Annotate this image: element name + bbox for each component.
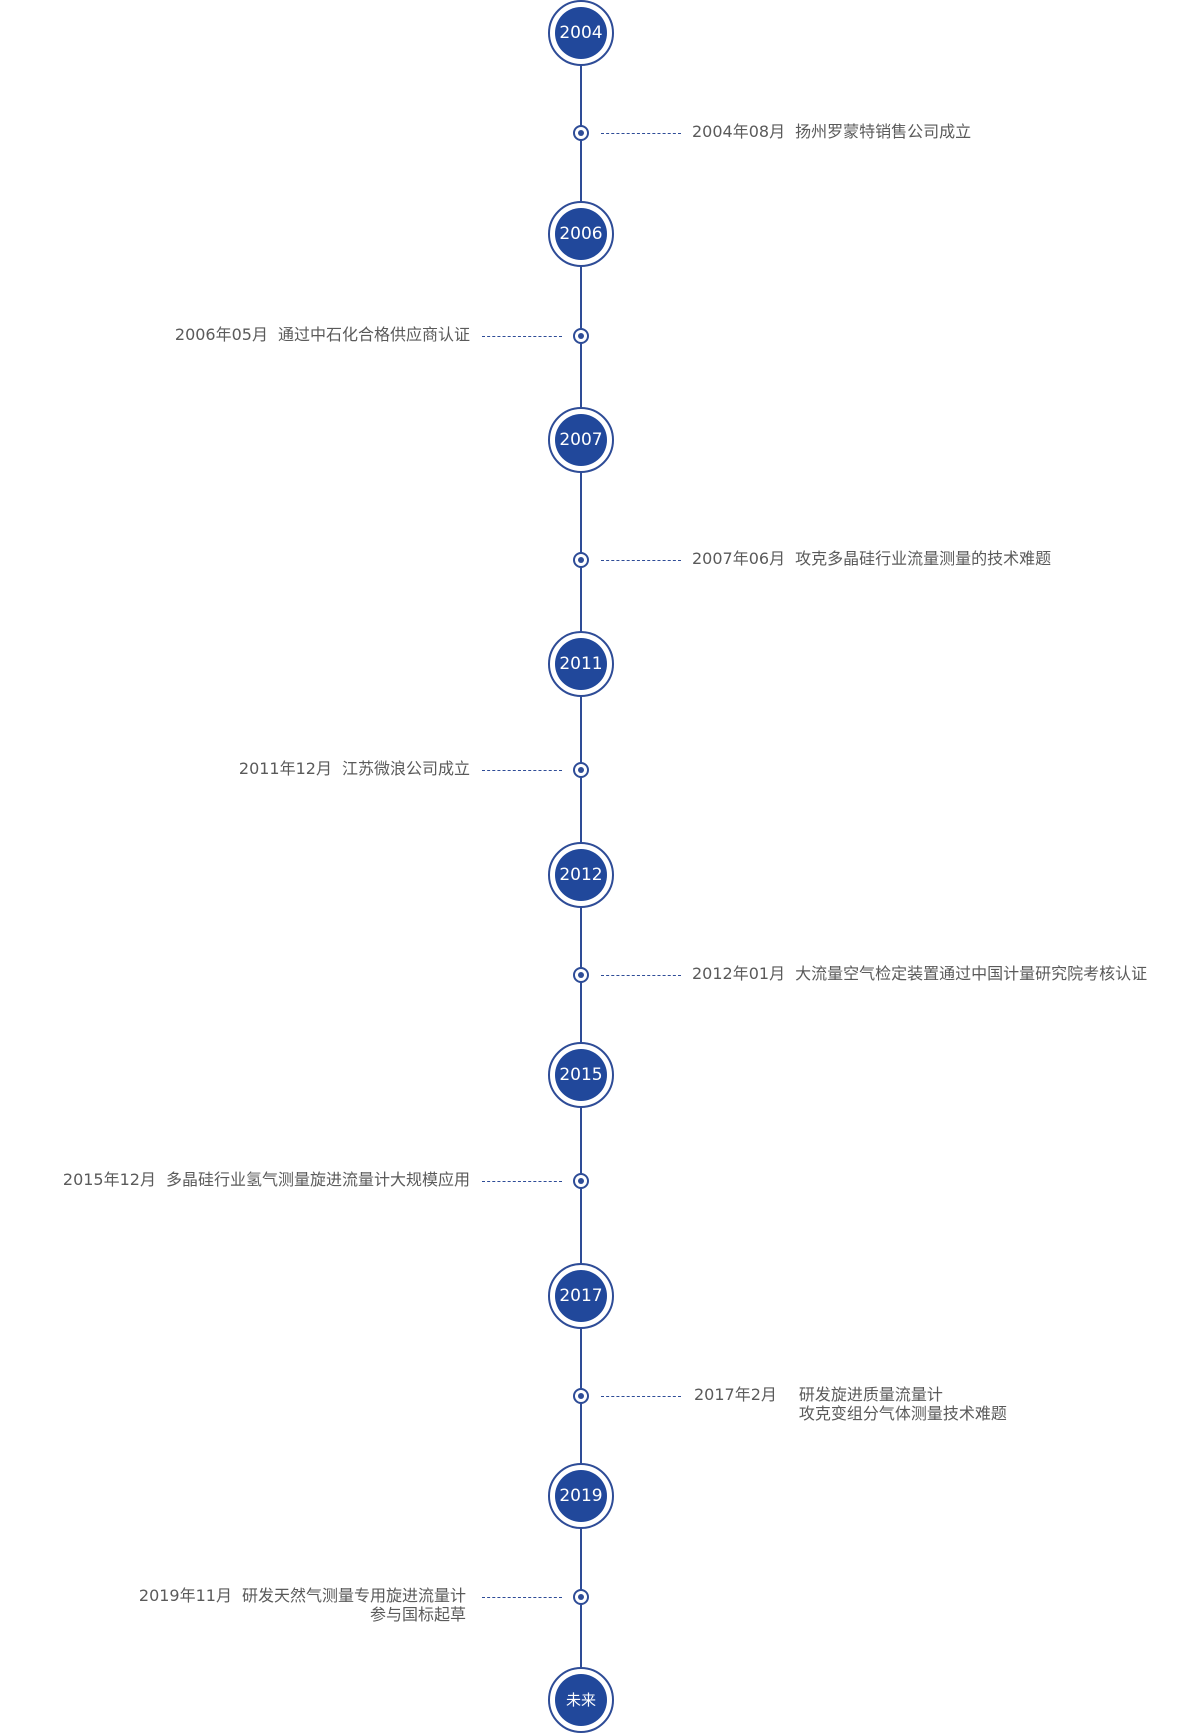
- year-label: 2019: [555, 1470, 607, 1522]
- event-line: 多晶硅行业氢气测量旋进流量计大规模应用: [165, 1170, 470, 1189]
- event-marker: [573, 125, 589, 141]
- future-label: 未来: [555, 1674, 607, 1726]
- event-line: 通过中石化合格供应商认证: [277, 325, 470, 344]
- event-line: 江苏微浪公司成立: [341, 759, 470, 778]
- event-connector: [601, 560, 681, 561]
- event-item: 2017年2月 研发旋进质量流量计攻克变组分气体测量技术难题: [694, 1385, 1007, 1423]
- year-node: 2017: [548, 1263, 614, 1329]
- event-connector: [601, 133, 681, 134]
- year-label: 2012: [555, 849, 607, 901]
- event-item: 2006年05月通过中石化合格供应商认证: [175, 325, 470, 344]
- event-date: 2019年11月: [138, 1586, 232, 1605]
- event-marker: [573, 552, 589, 568]
- year-node: 2007: [548, 407, 614, 473]
- event-marker: [573, 328, 589, 344]
- year-node: 2015: [548, 1042, 614, 1108]
- event-marker: [573, 967, 589, 983]
- event-line: 大流量空气检定装置通过中国计量研究院考核认证: [795, 964, 1148, 983]
- year-label: 2015: [555, 1049, 607, 1101]
- event-connector: [601, 1396, 681, 1397]
- event-item: 2019年11月研发天然气测量专用旋进流量计参与国标起草: [139, 1586, 466, 1624]
- event-description: 多晶硅行业氢气测量旋进流量计大规模应用: [166, 1170, 470, 1189]
- event-connector: [601, 975, 681, 976]
- year-label: 2004: [555, 7, 607, 59]
- event-date: 2017年2月: [694, 1385, 777, 1404]
- year-node: 2006: [548, 201, 614, 267]
- event-marker: [573, 1173, 589, 1189]
- event-connector: [482, 1181, 562, 1182]
- year-node: 2011: [548, 631, 614, 697]
- event-item: 2004年08月扬州罗蒙特销售公司成立: [692, 122, 971, 141]
- event-item: 2015年12月多晶硅行业氢气测量旋进流量计大规模应用: [63, 1170, 470, 1189]
- year-label: 2011: [555, 638, 607, 690]
- year-node: 2012: [548, 842, 614, 908]
- event-line: 扬州罗蒙特销售公司成立: [795, 122, 972, 141]
- event-line: 参与国标起草: [369, 1605, 466, 1624]
- event-description: 扬州罗蒙特销售公司成立: [795, 122, 971, 141]
- event-date: 2006年05月: [174, 325, 268, 344]
- year-label: 2006: [555, 208, 607, 260]
- event-item: 2011年12月江苏微浪公司成立: [239, 759, 470, 778]
- year-label: 2007: [555, 414, 607, 466]
- event-date: 2015年12月: [62, 1170, 156, 1189]
- event-marker: [573, 762, 589, 778]
- event-item: 2007年06月攻克多晶硅行业流量测量的技术难题: [692, 549, 1051, 568]
- event-date: 2004年08月: [692, 122, 786, 141]
- year-node: 2019: [548, 1463, 614, 1529]
- event-line: 攻克变组分气体测量技术难题: [798, 1404, 1007, 1423]
- event-description: 江苏微浪公司成立: [342, 759, 470, 778]
- event-marker: [573, 1589, 589, 1605]
- event-description: 攻克多晶硅行业流量测量的技术难题: [795, 549, 1051, 568]
- event-date: 2011年12月: [238, 759, 332, 778]
- event-description: 研发天然气测量专用旋进流量计参与国标起草: [242, 1586, 466, 1624]
- event-description: 大流量空气检定装置通过中国计量研究院考核认证: [795, 964, 1147, 983]
- event-line: 研发旋进质量流量计: [798, 1385, 943, 1404]
- event-description: 研发旋进质量流量计攻克变组分气体测量技术难题: [799, 1385, 1007, 1423]
- event-description: 通过中石化合格供应商认证: [278, 325, 470, 344]
- event-item: 2012年01月大流量空气检定装置通过中国计量研究院考核认证: [692, 964, 1147, 983]
- year-label: 2017: [555, 1270, 607, 1322]
- event-date: 2007年06月: [692, 549, 786, 568]
- event-date: 2012年01月: [692, 964, 786, 983]
- year-node: 2004: [548, 0, 614, 66]
- event-connector: [482, 770, 562, 771]
- event-marker: [573, 1388, 589, 1404]
- event-connector: [482, 336, 562, 337]
- event-connector: [482, 1597, 562, 1598]
- event-line: 研发天然气测量专用旋进流量计: [241, 1586, 466, 1605]
- future-node: 未来: [548, 1667, 614, 1733]
- event-line: 攻克多晶硅行业流量测量的技术难题: [795, 549, 1052, 568]
